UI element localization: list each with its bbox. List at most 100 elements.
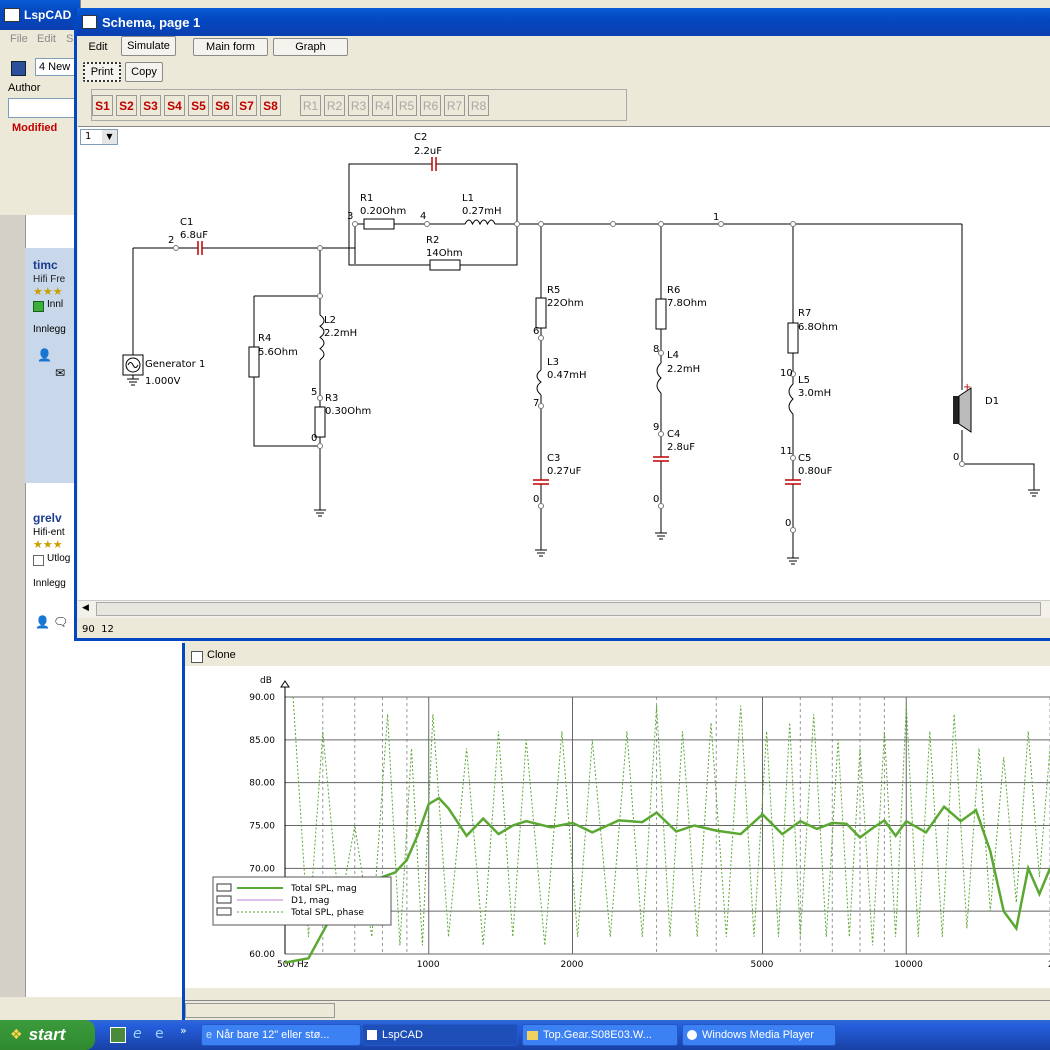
y-axis-arrow (280, 680, 290, 688)
schematic-canvas[interactable]: 1 ▼ (78, 126, 1050, 603)
y-tick-label: 60.00 (249, 950, 275, 960)
c2-symbol[interactable] (431, 157, 437, 171)
r7-value: 6.8Ohm (798, 322, 838, 333)
lspcad-titlebar[interactable]: LspCAD (0, 0, 80, 30)
quicklaunch-icon[interactable] (110, 1027, 126, 1043)
chevron-down-icon[interactable]: ▼ (102, 130, 117, 144)
l4-symbol[interactable] (656, 362, 662, 394)
schematic-wires (132, 163, 1035, 558)
author-input[interactable] (8, 98, 76, 118)
app-icon (4, 8, 20, 22)
l1-symbol[interactable] (464, 219, 496, 226)
r3-symbol[interactable] (314, 406, 326, 438)
svg-text:2: 2 (168, 235, 174, 246)
page-select[interactable]: 1 ▼ (80, 129, 118, 145)
taskbar-item-folder[interactable]: Top.Gear.S08E03.W... (522, 1024, 678, 1046)
l3-symbol[interactable] (536, 369, 542, 396)
c5-symbol[interactable] (785, 479, 801, 485)
s-button-4[interactable]: S4 (164, 95, 185, 116)
r2-symbol[interactable] (429, 259, 461, 271)
l2-label: L2 (324, 315, 336, 326)
l4-value: 2.2mH (667, 364, 700, 375)
status-text: Innl (47, 299, 64, 310)
ground-icon (787, 557, 799, 565)
clone-checkbox[interactable] (191, 651, 203, 663)
s-button-5[interactable]: S5 (188, 95, 209, 116)
clone-label: Clone (207, 649, 236, 661)
r-button-6[interactable]: R6 (420, 95, 441, 116)
taskbar-item-lspcad[interactable]: LspCAD (362, 1024, 518, 1046)
series-line-2 (292, 696, 1050, 946)
graph-bottom-bar (185, 1000, 1050, 1021)
tab-simulate[interactable]: Simulate (121, 36, 176, 56)
r4-symbol[interactable] (248, 346, 260, 378)
r5-symbol[interactable] (535, 297, 547, 329)
legend-label: Total SPL, phase (290, 908, 364, 918)
s-button-3[interactable]: S3 (140, 95, 161, 116)
legend-checkbox (216, 895, 232, 904)
ie-icon[interactable]: e (133, 1026, 142, 1042)
page-select-value: 1 (85, 131, 92, 142)
project-field[interactable]: 4 New (35, 58, 77, 76)
c3-symbol[interactable] (533, 479, 549, 485)
svg-text:7: 7 (533, 398, 539, 409)
legend-label: Total SPL, mag (290, 884, 357, 894)
ground-icons (127, 378, 1040, 565)
user-name-grelv[interactable]: grelv (33, 511, 62, 525)
start-button[interactable]: ❖ start (0, 1020, 95, 1050)
taskbar-item-media-player[interactable]: Windows Media Player (682, 1024, 836, 1046)
r1-symbol[interactable] (363, 218, 395, 230)
menu-edit[interactable]: Edit (37, 33, 56, 45)
r-button-1[interactable]: R1 (300, 95, 321, 116)
r-button-7[interactable]: R7 (444, 95, 465, 116)
r6-symbol[interactable] (655, 298, 667, 330)
tab-main-form[interactable]: Main form (193, 38, 268, 56)
c5-value: 0.80uF (798, 466, 833, 477)
scroll-thumb[interactable] (96, 602, 1041, 616)
copy-button[interactable]: Copy (125, 62, 163, 82)
user-name-timc[interactable]: timc (33, 258, 58, 272)
l5-symbol[interactable] (788, 383, 794, 415)
d1-label: D1 (985, 396, 999, 407)
s-button-1[interactable]: S1 (92, 95, 113, 116)
menu-s[interactable]: S (66, 33, 74, 45)
generator-icon[interactable] (122, 354, 144, 379)
s-button-8[interactable]: S8 (260, 95, 281, 116)
r-button-5[interactable]: R5 (396, 95, 417, 116)
c2-value: 2.2uF (414, 146, 442, 157)
svg-text:1: 1 (713, 212, 719, 223)
posts-label: Innlegg (33, 324, 66, 335)
r-button-3[interactable]: R3 (348, 95, 369, 116)
quicklaunch-ie-icon[interactable]: e (155, 1026, 164, 1042)
svg-text:6: 6 (533, 326, 539, 337)
l2-symbol[interactable] (319, 314, 325, 361)
s-button-6[interactable]: S6 (212, 95, 233, 116)
r-button-8[interactable]: R8 (468, 95, 489, 116)
tab-graph[interactable]: Graph (273, 38, 348, 56)
comment-icon[interactable]: 🗨 (53, 615, 69, 629)
horizontal-scrollbar[interactable]: ◀ (78, 600, 1050, 618)
profile-icon-2[interactable]: 👤 (35, 615, 50, 629)
c5-label: C5 (798, 453, 811, 464)
scroll-left-icon[interactable]: ◀ (82, 603, 89, 613)
c4-symbol[interactable] (653, 456, 669, 462)
ground-icon (535, 549, 547, 557)
l5-value: 3.0mH (798, 388, 831, 399)
mail-icon[interactable]: ✉ (55, 366, 66, 380)
r7-symbol[interactable] (787, 322, 799, 354)
c1-symbol[interactable] (197, 241, 203, 255)
schema-titlebar[interactable]: Schema, page 1 (77, 8, 1050, 36)
r-button-4[interactable]: R4 (372, 95, 393, 116)
save-icon[interactable] (11, 61, 26, 76)
s-button-7[interactable]: S7 (236, 95, 257, 116)
speaker-icon[interactable]: + (953, 382, 972, 433)
print-button[interactable]: Print (83, 62, 121, 82)
profile-icon[interactable]: 👤 (37, 348, 52, 362)
s-button-2[interactable]: S2 (116, 95, 137, 116)
user-rank: Hifi Fre (33, 274, 66, 285)
tab-edit[interactable]: Edit (88, 41, 108, 53)
r-button-2[interactable]: R2 (324, 95, 345, 116)
menu-file[interactable]: File (10, 33, 28, 45)
more-icon[interactable]: » (180, 1024, 187, 1037)
